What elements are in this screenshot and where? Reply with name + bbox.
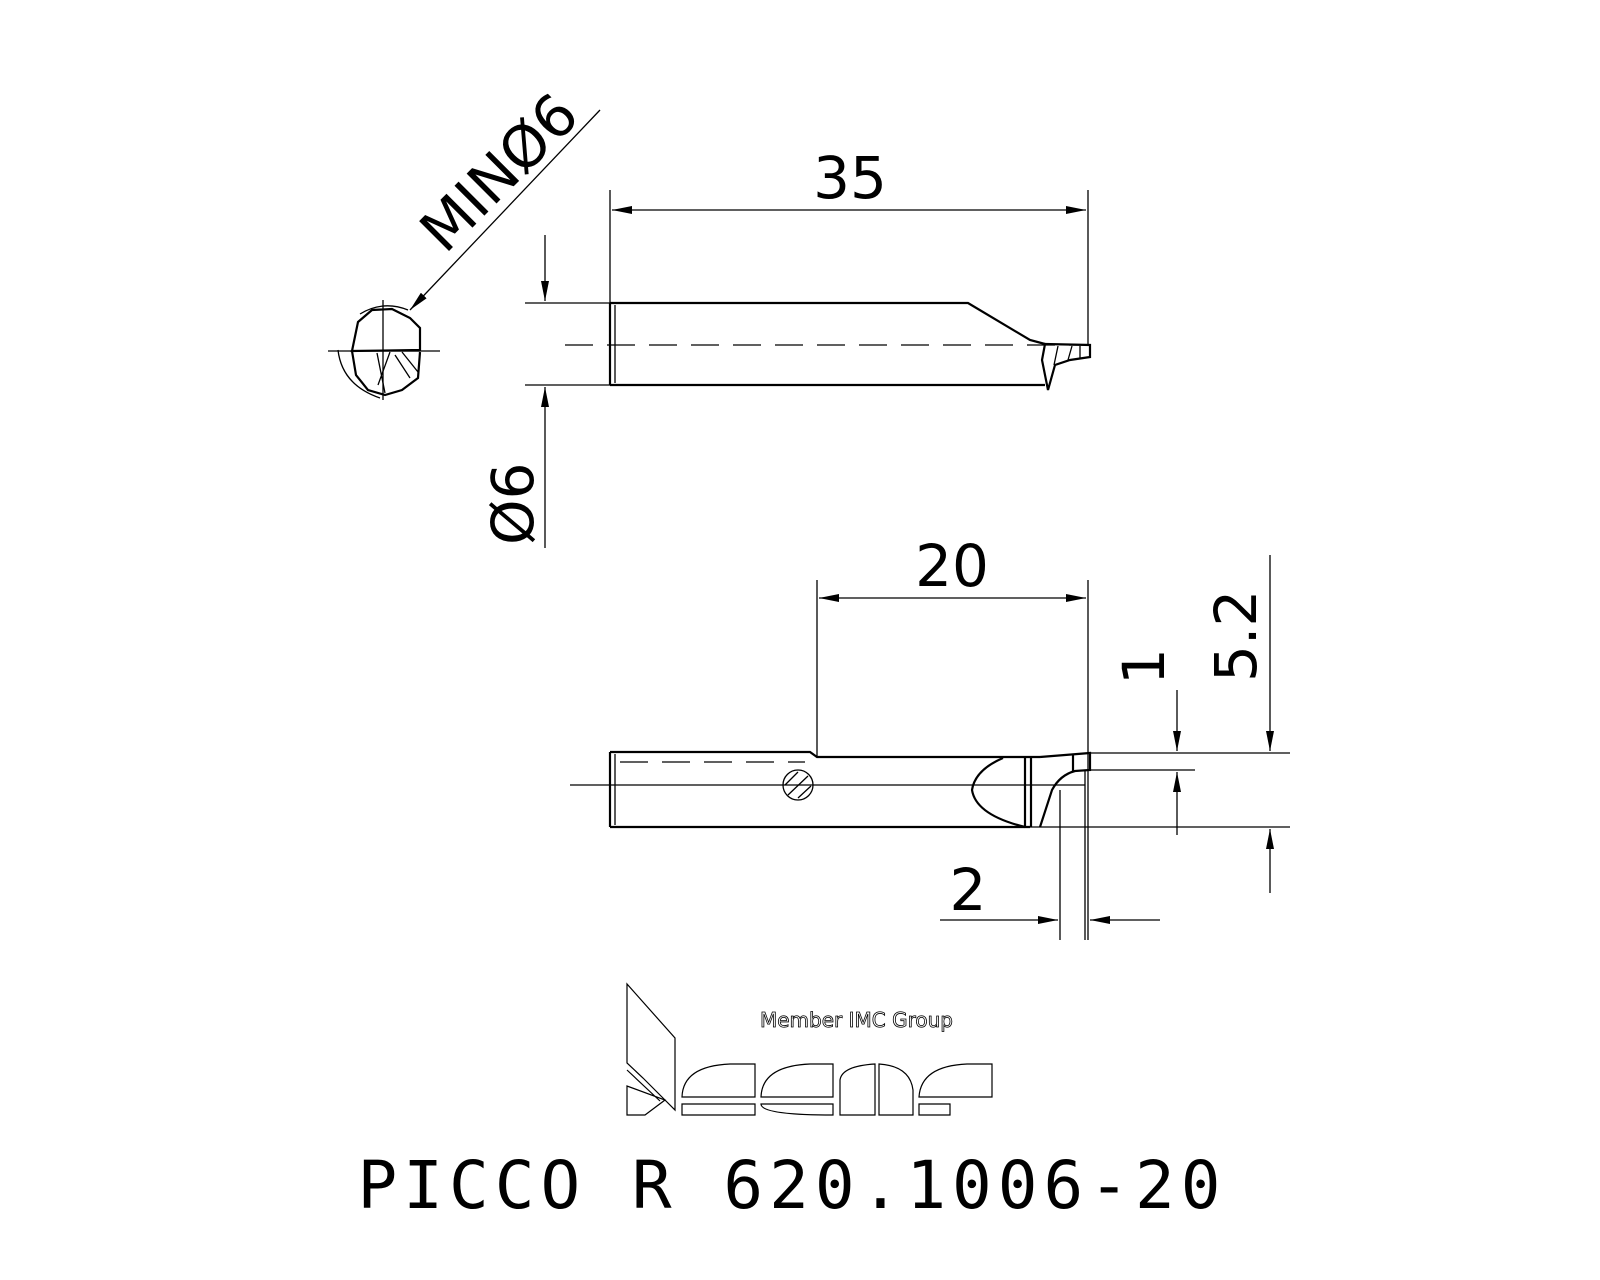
product-code: PICCO R 620.1006-20 [358, 1147, 1227, 1224]
dim-height-5-2: 5.2 [1202, 590, 1270, 682]
min-bore-leader [409, 109, 601, 311]
dim-width-2: 2 [950, 856, 987, 924]
logo-tagline: Member IMC Group [760, 1008, 953, 1032]
side-view: 20 1 5.2 2 [570, 532, 1290, 940]
dim-length-20: 20 [915, 532, 989, 600]
dim-min-bore: MINØ6 [407, 80, 592, 265]
end-view: MINØ6 [328, 80, 601, 400]
dim-diameter: Ø6 [479, 462, 547, 545]
dim-length-35: 35 [813, 144, 887, 212]
top-view: 35 Ø6 [479, 144, 1092, 548]
dim-height-1: 1 [1110, 648, 1178, 685]
iscar-logo: Member IMC Group [626, 982, 993, 1116]
